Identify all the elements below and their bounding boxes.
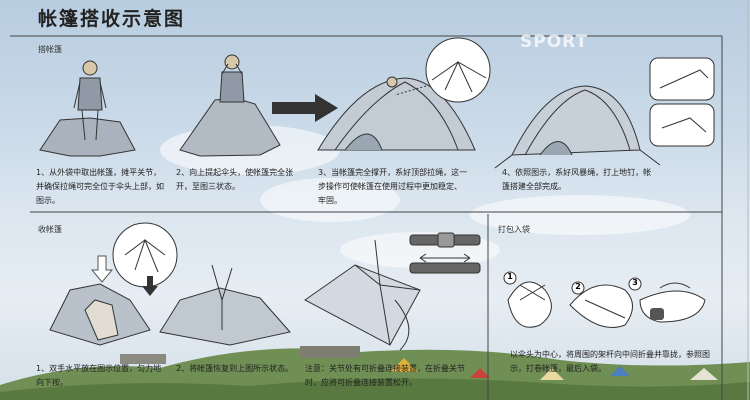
packing-heading: 打包入袋 (498, 225, 530, 234)
packing-step-number: 3 (632, 278, 638, 287)
brand-watermark: SPORT (520, 32, 589, 52)
takedown-step2-caption: 2、将帐篷恢复到上图所示状态。 (176, 364, 294, 373)
frame-lines (10, 0, 749, 400)
page-title: 帐篷搭收示意图 (38, 8, 186, 30)
setup-step4-caption: 4、依照图示，系好风暴绳，打上地钉，帐篷搭建全部完成。 (502, 168, 652, 191)
packing-caption: 以伞头为中心，将周围的架杆向中间折叠并靠拢，参照图示，打卷帐篷，最后入袋。 (510, 350, 710, 373)
setup-heading: 搭帐篷 (38, 45, 62, 54)
cloud-decoration (160, 125, 690, 268)
setup-step4-illustration (494, 57, 715, 169)
setup-step2-illustration (179, 54, 281, 157)
setup-step1-illustration (39, 60, 136, 157)
setup-step3-illustration (317, 37, 491, 151)
packing-step-number: 2 (575, 282, 581, 291)
right-arrow-icon (272, 94, 338, 122)
takedown-step1-caption: 1、双手水平放在图示位置，匀力地向下按。 (36, 364, 162, 387)
takedown-step3-illustration (304, 232, 481, 351)
down-arrow-icon (90, 255, 114, 283)
setup-step2-caption: 2、向上提起伞头，使帐篷完全张开，至图三状态。 (176, 168, 294, 191)
takedown-step1-illustration (49, 222, 178, 346)
hillside-background (0, 346, 750, 400)
takedown-step2-illustration (159, 264, 291, 346)
packing-step-number: 1 (507, 272, 513, 281)
takedown-heading: 收帐篷 (38, 225, 62, 234)
takedown-step3-caption: 注意：关节处有可折叠连接装置，在折叠关节时，应将可折叠连接装置松开。 (305, 364, 465, 387)
packing-illustration (503, 271, 706, 328)
down-arrow-icon (142, 276, 158, 296)
setup-step1-caption: 1、从外袋中取出帐篷，摊平关节，并确保拉绳可完全位于伞头上部，如图示。 (36, 168, 164, 205)
setup-step3-caption: 3、当帐篷完全撑开，系好顶部拉绳，这一步操作可使帐篷在使用过程中更加稳定、牢固。 (318, 168, 468, 205)
